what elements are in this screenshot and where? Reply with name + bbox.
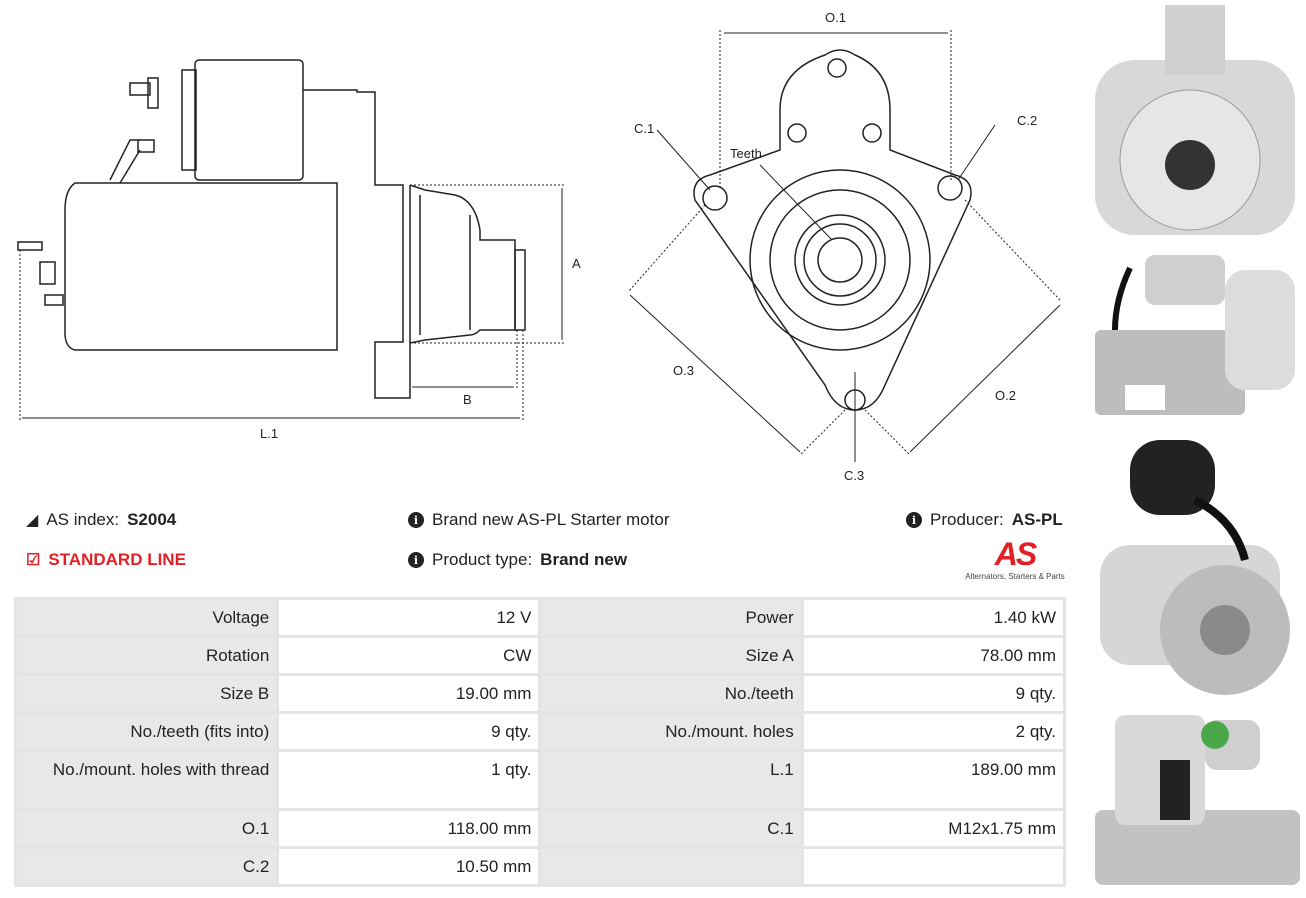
logo-mark: AS <box>994 536 1037 572</box>
front-view-drawing: O.1 C.1 C.2 Teeth O.3 O.2 C.3 <box>627 10 1061 483</box>
dim-label-l1: L.1 <box>260 426 278 441</box>
spec-name: L.1 <box>538 749 804 811</box>
dim-label-c3: C.3 <box>844 468 864 483</box>
spec-value: CW <box>276 635 542 676</box>
standard-line-label: STANDARD LINE <box>48 550 186 569</box>
spec-name: C.1 <box>538 808 804 849</box>
spec-name: Size B <box>13 673 280 714</box>
dim-label-c1: C.1 <box>634 121 654 136</box>
dim-label-o3: O.3 <box>673 363 694 378</box>
as-index-label: AS index: <box>46 510 120 529</box>
spec-value: 2 qty. <box>800 711 1067 752</box>
spec-value: 1 qty. <box>276 749 542 811</box>
tags-icon: ◢ <box>26 512 39 529</box>
standard-line-badge: ☑ STANDARD LINE <box>26 550 186 570</box>
spec-name: No./teeth (fits into) <box>13 711 280 752</box>
photo-side-2 <box>1095 715 1300 885</box>
table-row: No./teeth (fits into)9 qty.No./mount. ho… <box>13 711 1067 752</box>
product-type: i Product type: Brand new <box>408 550 627 570</box>
dim-label-teeth: Teeth <box>730 146 762 161</box>
photo-side <box>1095 255 1295 415</box>
spec-value: 10.50 mm <box>276 846 542 887</box>
as-index-value: S2004 <box>127 510 177 529</box>
as-index: ◢ AS index: S2004 <box>26 510 176 530</box>
product-photos <box>1095 5 1300 885</box>
spec-name: No./mount. holes <box>538 711 804 752</box>
info-icon: i <box>408 512 424 528</box>
spec-value: M12x1.75 mm <box>800 808 1067 849</box>
dim-label-o1: O.1 <box>825 10 846 25</box>
producer-value: AS-PL <box>1011 510 1063 529</box>
spec-name: O.1 <box>13 808 280 849</box>
dim-label-b: B <box>463 392 472 407</box>
spec-value: 19.00 mm <box>276 673 542 714</box>
spec-name: Power <box>538 597 804 638</box>
spec-value: 189.00 mm <box>800 749 1067 811</box>
producer: i Producer: AS-PL <box>906 510 1063 530</box>
spec-value: 9 qty. <box>276 711 542 752</box>
spec-name: No./teeth <box>538 673 804 714</box>
photo-front <box>1095 5 1295 235</box>
spec-name: Size A <box>538 635 804 676</box>
dim-label-o2: O.2 <box>995 388 1016 403</box>
spec-name <box>538 846 804 887</box>
spec-name: Rotation <box>13 635 280 676</box>
spec-name: No./mount. holes with thread <box>13 749 280 811</box>
photo-rear <box>1100 440 1290 695</box>
spec-value: 12 V <box>276 597 542 638</box>
description-text: Brand new AS-PL Starter motor <box>432 510 670 529</box>
dim-label-a: A <box>572 256 581 271</box>
checkbox-icon: ☑ <box>26 552 41 569</box>
producer-label: Producer: <box>930 510 1004 529</box>
spec-value: 1.40 kW <box>800 597 1067 638</box>
as-pl-logo: AS Alternators, Starters & Parts <box>960 538 1070 581</box>
spec-value: 118.00 mm <box>276 808 542 849</box>
spec-name: Voltage <box>13 597 280 638</box>
side-view-drawing: A B L.1 <box>17 59 581 441</box>
product-type-value: Brand new <box>540 550 628 569</box>
info-icon: i <box>408 552 424 568</box>
logo-tagline: Alternators, Starters & Parts <box>965 572 1065 581</box>
spec-value: 9 qty. <box>800 673 1067 714</box>
dim-label-c2: C.2 <box>1017 113 1037 128</box>
info-icon: i <box>906 512 922 528</box>
spec-name: C.2 <box>13 846 280 887</box>
spec-value: 78.00 mm <box>800 635 1067 676</box>
product-type-label: Product type: <box>432 550 533 569</box>
description: i Brand new AS-PL Starter motor <box>408 510 669 530</box>
spec-value <box>800 846 1067 887</box>
